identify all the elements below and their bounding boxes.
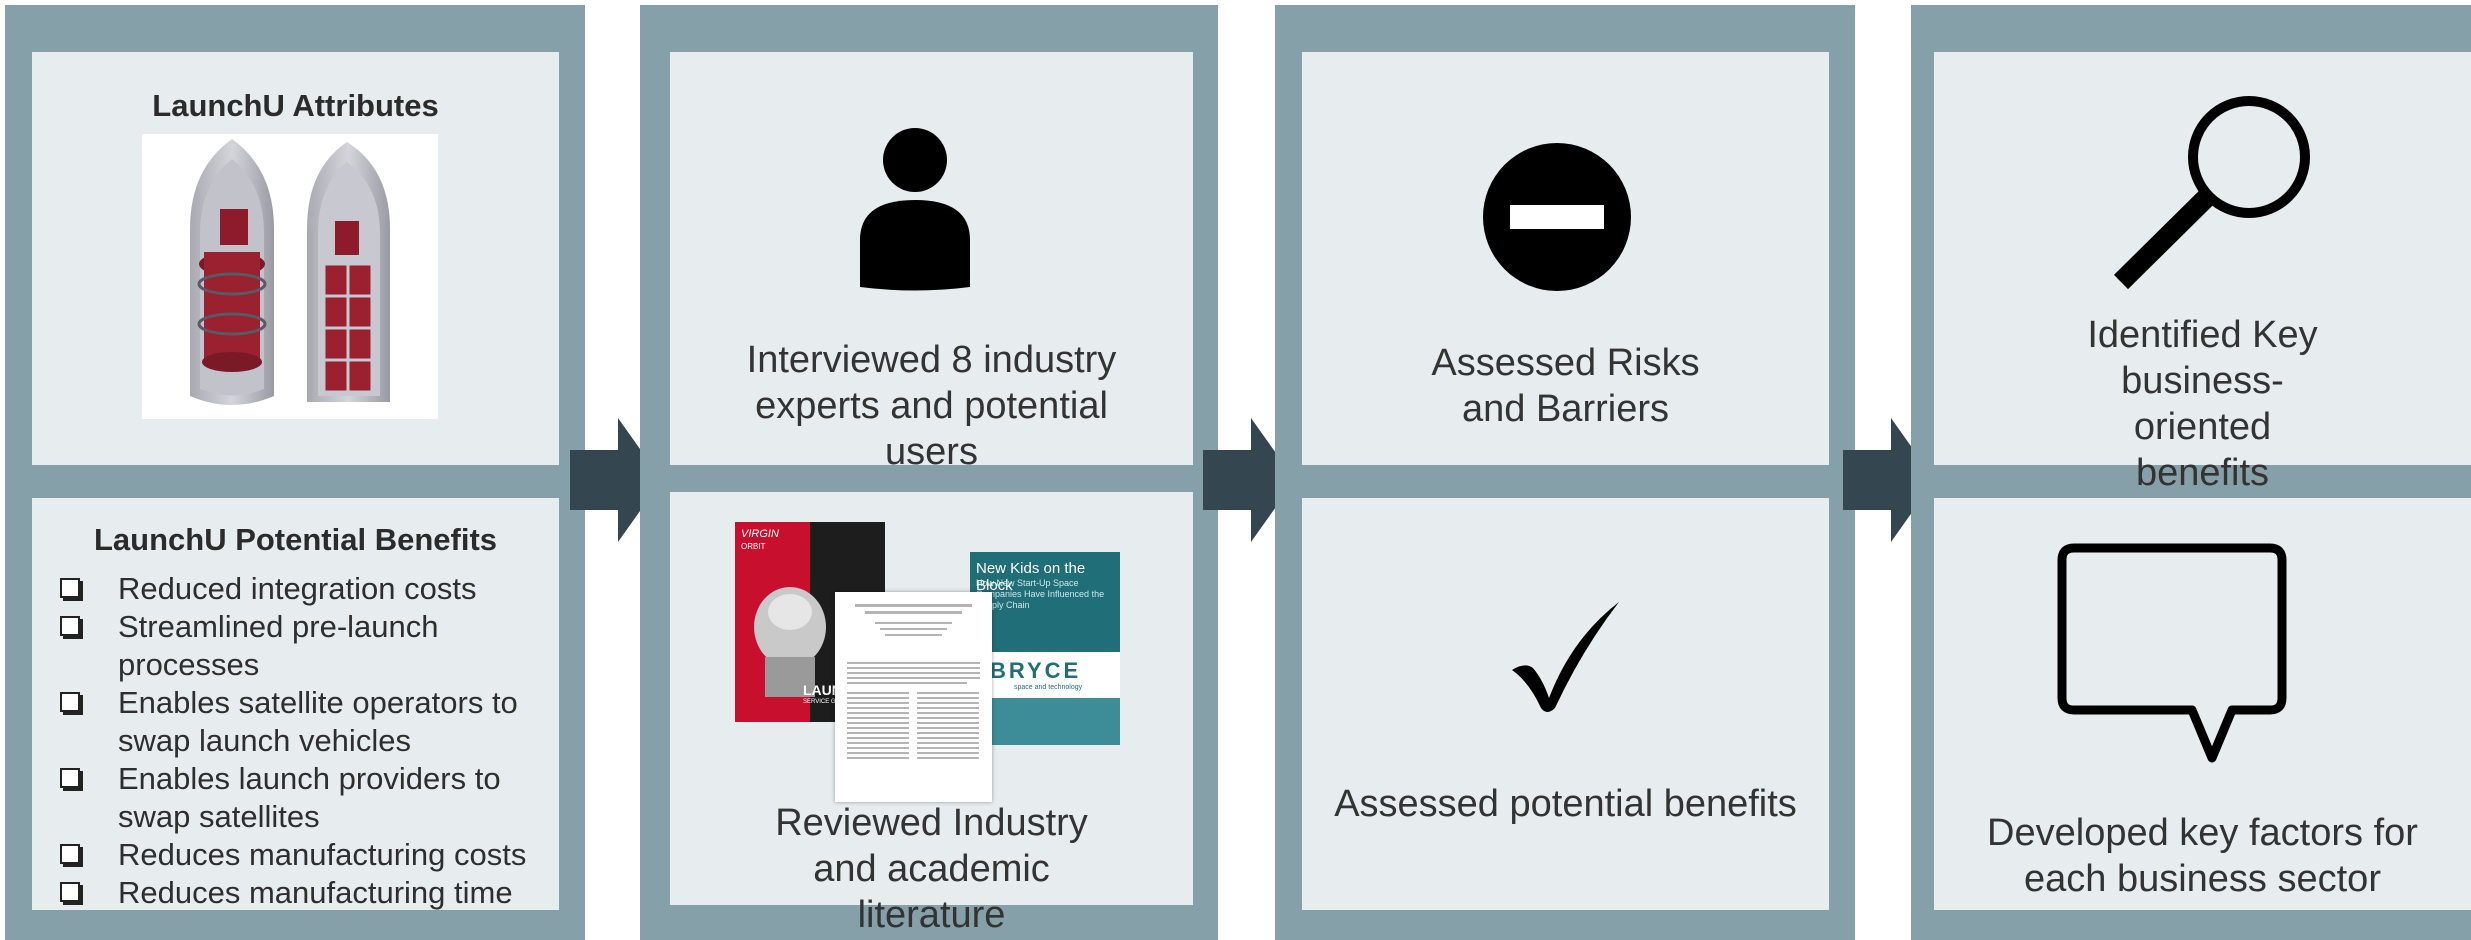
attributes-title: LaunchU Attributes [152,88,439,123]
key-benefits-text: Identified Key business-oriented benefit… [2087,314,2318,494]
key-factors-text: Developed key factors for each business … [1987,812,2418,900]
key-factors-panel: Developed key factors for each business … [1934,498,2471,910]
literature-panel: VIRGIN ORBIT LAUNC SERVICE GUI New Kids … [670,492,1193,936]
academic-paper [835,592,992,802]
list-item: Reduces manufacturing time [60,874,570,912]
benefits-assessed-text: Assessed potential benefits [1334,783,1797,825]
bryce-logo: BRYCE [990,658,1082,683]
checkbox-bullet-icon [60,882,80,902]
checkbox-bullet-icon [60,616,80,636]
key-benefits-panel: Identified Key business-oriented benefit… [1934,52,2471,494]
risks-panel: Assessed Risks and Barriers [1302,52,1829,465]
column-launchu: LaunchU Attributes [5,5,585,940]
benefits-assessed-panel: Assessed potential benefits [1302,498,1829,910]
column-outcomes: Identified Key business-oriented benefit… [1911,5,2471,940]
flow-arrow-2 [1203,418,1295,542]
bryce-document: New Kids on the Block How New Start-Up S… [970,552,1120,745]
minus-circle-icon [1483,143,1631,291]
speech-bubble-icon [2057,543,2287,763]
checkbox-bullet-icon [60,578,80,598]
list-item: Enables satellite operators to swap laun… [60,684,570,760]
checkmark-icon [1512,602,1619,712]
column-research: Interviewed 8 industry experts and poten… [640,5,1218,940]
literature-text: Reviewed Industry and academic literatur… [775,802,1088,936]
benefits-list: Reduced integration costs Streamlined pr… [60,570,570,912]
column-assessment: Assessed Risks and Barriers Assessed pot… [1275,5,1855,940]
risks-text: Assessed Risks and Barriers [1431,342,1700,430]
list-item: Reduced integration costs [60,570,570,608]
list-item: Reduces manufacturing costs [60,836,570,874]
checkbox-bullet-icon [60,692,80,712]
interviews-text: Interviewed 8 industry experts and poten… [746,339,1117,473]
benefits-title: LaunchU Potential Benefits [93,522,498,557]
list-item: Streamlined pre-launch processes [60,608,570,684]
interviews-panel: Interviewed 8 industry experts and poten… [670,52,1193,473]
benefits-panel: LaunchU Potential Benefits Reduced integ… [32,498,559,910]
virgin-logo: VIRGIN [741,528,779,540]
checkbox-bullet-icon [60,768,80,788]
flow-arrow-1 [570,418,662,542]
attributes-panel: LaunchU Attributes [32,52,559,465]
rocket-fairing-illustration [142,134,438,419]
magnifier-icon [2113,96,2310,290]
person-icon [860,128,970,291]
checkbox-bullet-icon [60,844,80,864]
paper-text-lines [847,604,980,759]
rocket-fairing-svg [190,139,390,405]
list-item: Enables launch providers to swap satelli… [60,760,570,836]
rocket-nose-image [754,587,826,697]
